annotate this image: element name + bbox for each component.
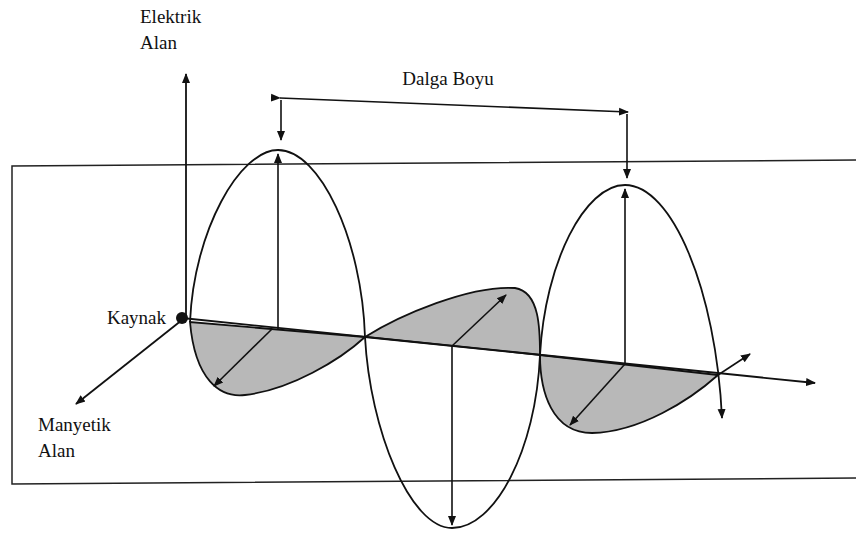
source-label: Kaynak [107, 305, 166, 331]
axis-label: Elektrik Alan [140, 4, 216, 56]
axis-label: Manyetik Alan [38, 412, 130, 464]
wavelength-label: Dalga Boyu [402, 66, 493, 92]
